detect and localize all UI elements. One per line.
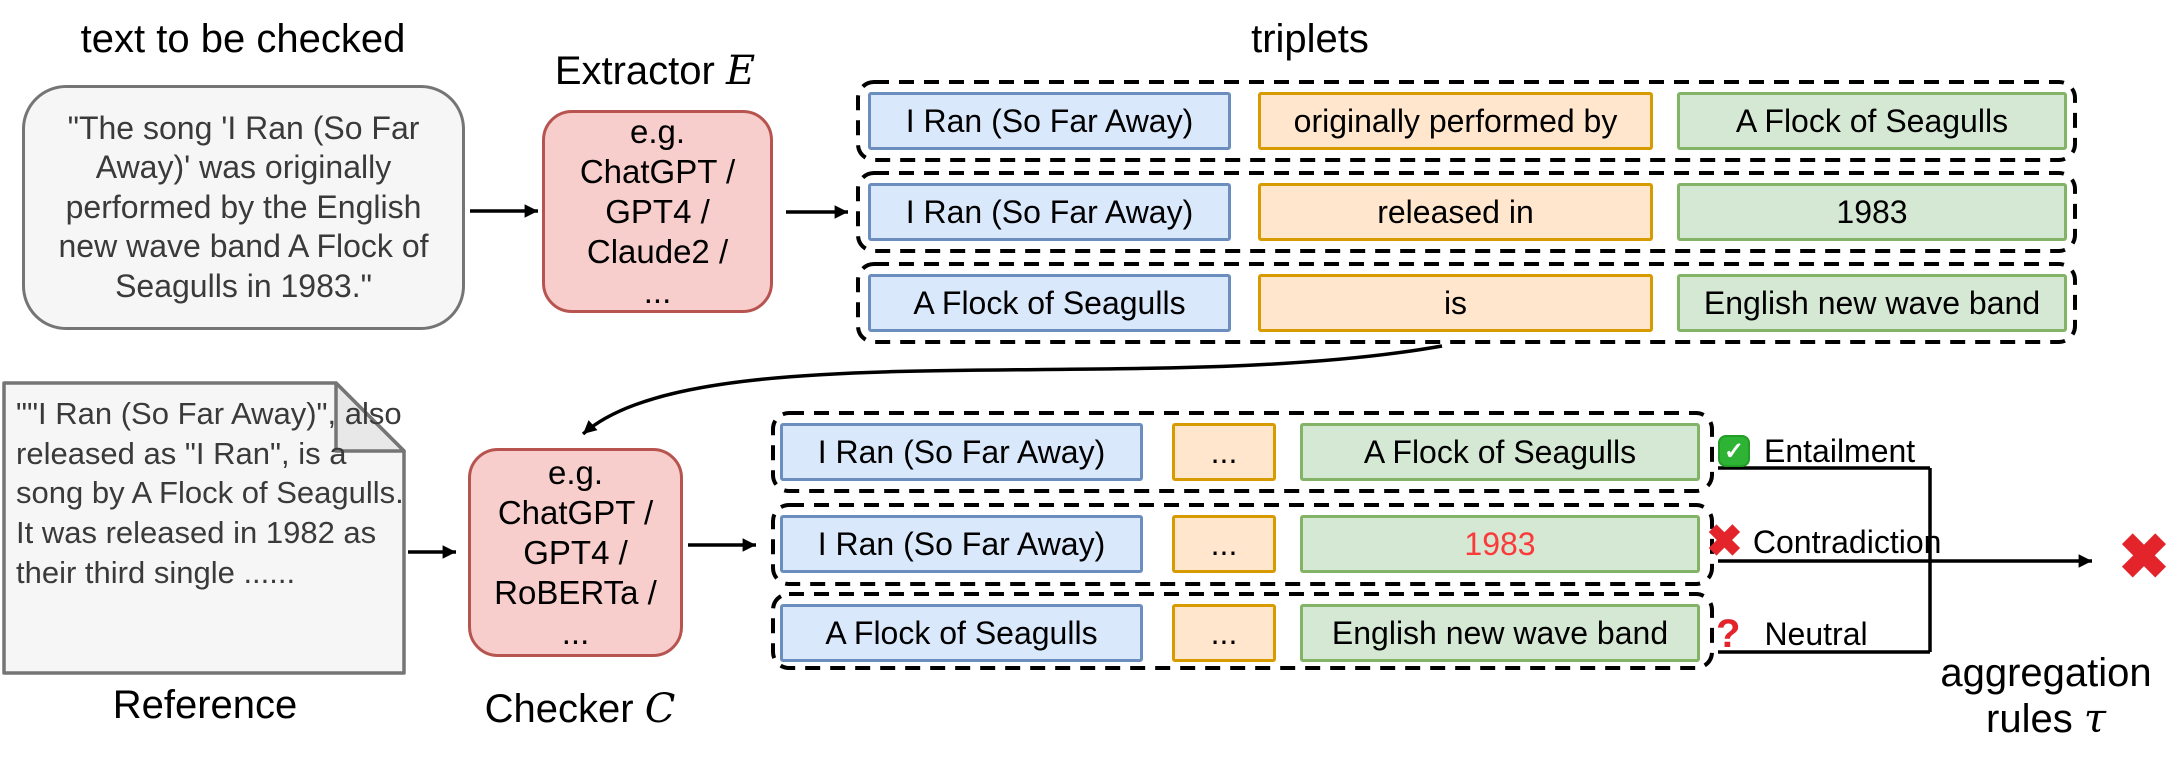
checker-symbol: C xyxy=(644,686,676,732)
checker-box: e.g. ChatGPT / GPT4 / RoBERTa / ... xyxy=(468,448,683,657)
reference-document-fold xyxy=(334,381,406,453)
extractor-title-text: Extractor xyxy=(554,49,726,93)
tau-symbol: τ xyxy=(2083,696,2106,742)
triplet-predicate: released in xyxy=(1258,183,1653,241)
verdict-neutral: ? Neutral xyxy=(1716,612,1868,656)
extractor-box: e.g. ChatGPT / GPT4 / Claude2 / ... xyxy=(542,110,773,313)
question-mark-icon: ? xyxy=(1716,612,1741,656)
aggregation-label-line2: rules τ xyxy=(1890,696,2178,742)
verdict-label: Entailment xyxy=(1764,432,1916,469)
checked-row-2-outline xyxy=(771,503,1714,586)
cross-icon: ✖ xyxy=(1706,517,1743,566)
triplet-row-3-outline xyxy=(856,262,2077,344)
triplets-title: triplets xyxy=(1251,17,1369,61)
reference-text: ""I Ran (So Far Away)", also released as… xyxy=(16,396,404,590)
source-title: text to be checked xyxy=(80,17,406,61)
checker-title: Checker C xyxy=(425,686,735,732)
final-result-cross-icon: ✖ xyxy=(2118,523,2170,592)
extractor-example-line: Claude2 / xyxy=(586,232,729,270)
reference-document-shape xyxy=(2,381,406,675)
source-text-box: "The song 'I Ran (So Far Away)' was orig… xyxy=(22,85,465,330)
checked-object: A Flock of Seagulls xyxy=(1300,423,1700,481)
checked-predicate: ... xyxy=(1172,423,1276,481)
checker-example-line: ... xyxy=(561,613,590,651)
checker-example-line: RoBERTa / xyxy=(494,573,657,611)
triplet-predicate: is xyxy=(1258,274,1653,332)
checked-row-1-outline xyxy=(771,411,1714,493)
extractor-example-line: GPT4 / xyxy=(605,192,710,230)
checker-example-line: e.g. xyxy=(547,453,604,491)
triplet-subject: I Ran (So Far Away) xyxy=(868,183,1231,241)
triplet-subject: A Flock of Seagulls xyxy=(868,274,1231,332)
arrow-triplets-to-checker xyxy=(581,344,1443,436)
extractor-example-line: e.g. xyxy=(629,112,686,150)
checked-subject: I Ran (So Far Away) xyxy=(780,515,1143,573)
triplet-predicate: originally performed by xyxy=(1258,92,1653,150)
check-glyph: ✓ xyxy=(1723,437,1745,465)
checked-object: English new wave band xyxy=(1300,604,1700,662)
triplet-object: English new wave band xyxy=(1677,274,2067,332)
checked-predicate: ... xyxy=(1172,515,1276,573)
extractor-symbol: E xyxy=(725,48,756,94)
checker-title-text: Checker xyxy=(484,687,645,731)
aggregation-rules-label: aggregation rules τ xyxy=(1890,650,2178,742)
triplet-object: A Flock of Seagulls xyxy=(1677,92,2067,150)
extractor-example-line: ... xyxy=(643,272,672,310)
extractor-example-line: ChatGPT / xyxy=(579,152,736,190)
verdict-label: Contradiction xyxy=(1752,523,1942,560)
check-icon: ✓ xyxy=(1718,435,1750,467)
triplet-row-2-outline xyxy=(856,171,2077,253)
source-text: "The song 'I Ran (So Far Away)' was orig… xyxy=(58,110,429,304)
verdict-contradiction: ✖ Contradiction xyxy=(1706,520,1941,564)
checked-predicate: ... xyxy=(1172,604,1276,662)
aggregation-rules-text: rules xyxy=(1986,697,2084,741)
checked-row-3-outline xyxy=(771,592,1714,670)
checked-subject: A Flock of Seagulls xyxy=(780,604,1143,662)
triplet-object: 1983 xyxy=(1677,183,2067,241)
checked-object-contradicted: 1983 xyxy=(1300,515,1700,573)
extractor-title: Extractor E xyxy=(495,48,815,94)
triplet-row-1-outline xyxy=(856,80,2077,162)
checker-example-line: GPT4 / xyxy=(523,533,628,571)
verdict-label: Neutral xyxy=(1764,615,1868,652)
triplet-subject: I Ran (So Far Away) xyxy=(868,92,1231,150)
aggregation-label-line1: aggregation xyxy=(1940,651,2152,695)
checker-example-line: ChatGPT / xyxy=(497,493,654,531)
checked-subject: I Ran (So Far Away) xyxy=(780,423,1143,481)
verdict-entailment: ✓ Entailment xyxy=(1718,429,1915,473)
reference-label: Reference xyxy=(112,683,298,727)
